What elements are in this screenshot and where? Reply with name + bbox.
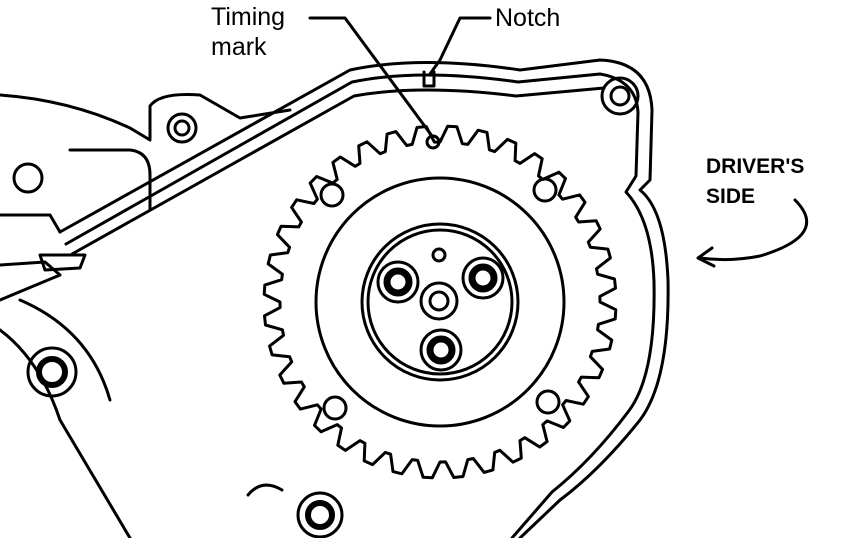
center-bolt-outer — [419, 281, 459, 321]
sprocket-hole-upper-right — [532, 177, 558, 203]
timing-mark-callout-line1: Timing — [211, 3, 286, 31]
drivers-side-label-line1: DRIVER'S — [706, 155, 805, 178]
lower-left-bolt-outer — [26, 346, 78, 398]
engine-bracket-lower — [0, 213, 62, 302]
hub-bolt-left-outer — [376, 260, 420, 304]
bracket-hole-top-inner — [173, 119, 191, 137]
camshaft-sprocket-teeth — [262, 124, 618, 480]
belt-cover-outer-edge — [58, 58, 670, 538]
bracket-hole-left — [12, 162, 44, 194]
engine-bracket-outline — [0, 93, 292, 142]
drivers-side-arrow-curve — [698, 198, 809, 262]
hub-bolt-bottom-inner — [426, 335, 456, 365]
drivers-side-arrowhead — [696, 246, 716, 268]
sprocket-hub-inner — [366, 228, 514, 376]
belt-cover-rim-line — [70, 86, 606, 256]
cover-bolt-upper-right — [600, 76, 640, 116]
engine-block-curve — [18, 298, 112, 402]
timing-mark-callout-line2: mark — [211, 33, 267, 61]
hidden-feature-arc — [246, 483, 284, 497]
notch-callout: Notch — [495, 4, 561, 32]
hub-bolt-left-inner — [383, 267, 413, 297]
sprocket-hole-lower-left — [322, 395, 348, 421]
hub-dowel-pin — [431, 247, 447, 263]
drivers-side-label-line2: SIDE — [706, 185, 756, 208]
sprocket-hub-outer — [360, 222, 520, 382]
lower-left-bolt-inner — [36, 356, 68, 388]
belt-cover-notch — [422, 70, 436, 88]
sprocket-web-circle — [314, 176, 566, 428]
hub-bolt-right-outer — [461, 256, 505, 300]
notch-leader — [428, 16, 492, 76]
bracket-hole-top — [166, 112, 198, 144]
hub-bolt-bottom-outer — [419, 328, 463, 372]
engine-bracket-tab — [38, 148, 152, 272]
cover-bolt-upper-right-inner — [609, 85, 631, 107]
sprocket-hole-upper-left — [319, 182, 345, 208]
belt-cover-inner-edge — [64, 72, 656, 538]
sprocket-hole-lower-right — [535, 389, 561, 415]
center-bolt-inner — [428, 290, 450, 312]
engine-bracket-edge — [0, 328, 132, 538]
bottom-bolt-outer — [296, 491, 344, 538]
hub-bolt-right-inner — [468, 263, 498, 293]
bottom-bolt-inner — [305, 500, 335, 530]
timing-mark-leader — [308, 16, 434, 138]
